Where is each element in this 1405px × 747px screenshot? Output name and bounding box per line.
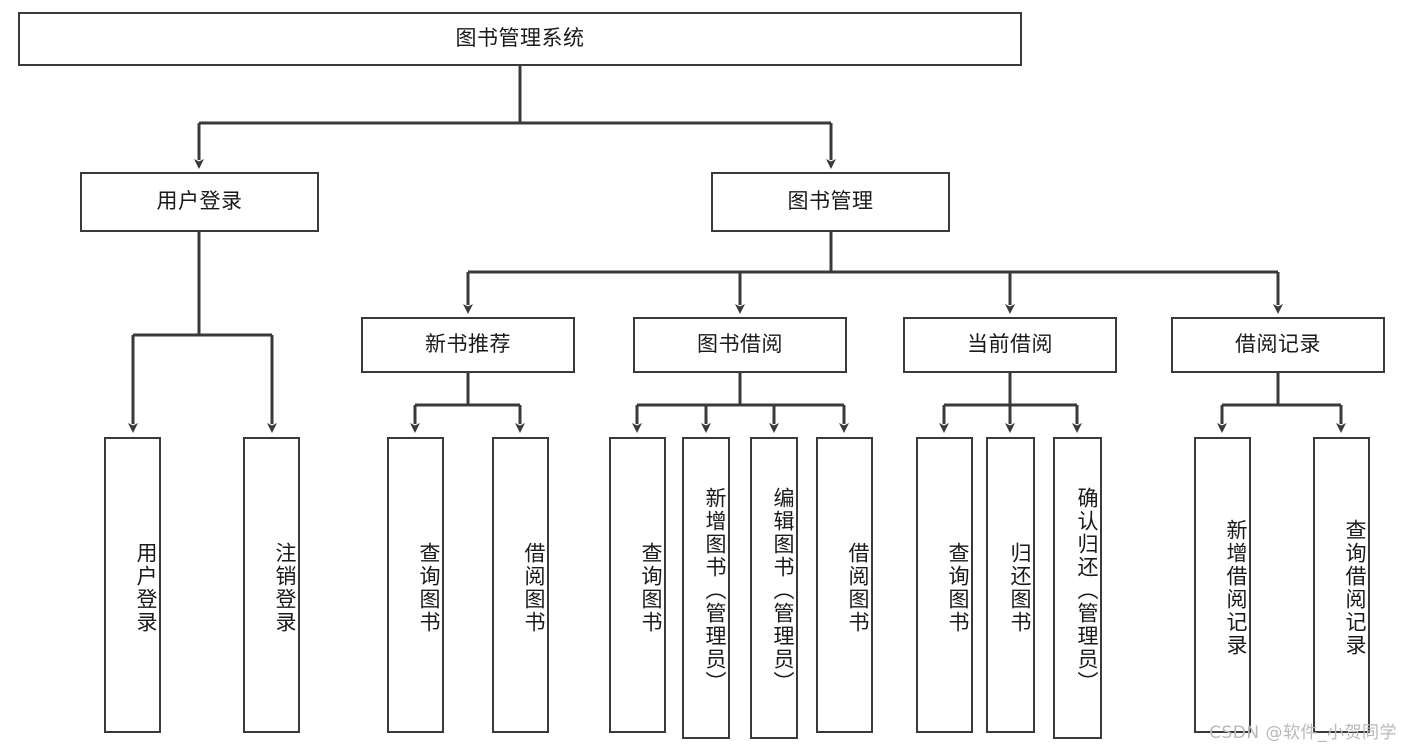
- leaf-user-login-login[interactable]: 用户登录: [104, 437, 161, 733]
- leaf-book-borrow-borrow-book[interactable]: 借阅图书: [816, 437, 873, 733]
- node-label: 图书管理系统: [455, 26, 585, 51]
- node-label: 查询借阅记录: [1343, 519, 1367, 657]
- node-label: 归还图书: [1008, 542, 1032, 634]
- node-new-book-recommend[interactable]: 新书推荐: [361, 317, 575, 373]
- node-label: 用户登录: [156, 189, 243, 214]
- node-label: 新增借阅记录: [1224, 519, 1248, 657]
- node-label: 当前借阅: [967, 332, 1053, 357]
- node-label: 注销登录: [273, 542, 297, 634]
- leaf-book-borrow-add-book-admin[interactable]: 新增图书（管理员）: [682, 437, 730, 739]
- leaf-current-borrow-return-book[interactable]: 归还图书: [986, 437, 1035, 733]
- leaf-book-borrow-query-book[interactable]: 查询图书: [609, 437, 666, 733]
- node-root-book-management-system[interactable]: 图书管理系统: [18, 12, 1022, 66]
- node-label: 借阅图书: [846, 542, 870, 634]
- leaf-borrow-record-add-record[interactable]: 新增借阅记录: [1194, 437, 1251, 733]
- leaf-current-borrow-query-book[interactable]: 查询图书: [916, 437, 973, 733]
- node-book-borrow[interactable]: 图书借阅: [633, 317, 847, 373]
- node-borrow-record[interactable]: 借阅记录: [1171, 317, 1385, 373]
- node-label: 查询图书: [417, 542, 441, 634]
- node-label: 查询图书: [639, 542, 663, 634]
- node-book-management[interactable]: 图书管理: [711, 172, 950, 232]
- node-current-borrow[interactable]: 当前借阅: [903, 317, 1117, 373]
- csdn-watermark: CSDN @软件_小贺同学: [1209, 723, 1397, 743]
- node-label: 图书管理: [787, 189, 874, 214]
- node-label: 新书推荐: [425, 332, 511, 357]
- node-label: 借阅记录: [1235, 332, 1321, 357]
- node-label: 用户登录: [134, 542, 158, 634]
- leaf-new-book-query-book[interactable]: 查询图书: [387, 437, 444, 733]
- node-label: 借阅图书: [522, 542, 546, 634]
- leaf-borrow-record-query-record[interactable]: 查询借阅记录: [1313, 437, 1370, 733]
- leaf-new-book-borrow-book[interactable]: 借阅图书: [492, 437, 549, 733]
- node-label: 新增图书（管理员）: [703, 486, 727, 694]
- node-user-login[interactable]: 用户登录: [80, 172, 319, 232]
- leaf-book-borrow-edit-book-admin[interactable]: 编辑图书（管理员）: [750, 437, 798, 739]
- leaf-user-login-logout[interactable]: 注销登录: [243, 437, 300, 733]
- node-label: 编辑图书（管理员）: [771, 486, 795, 694]
- leaf-current-borrow-confirm-return-admin[interactable]: 确认归还（管理员）: [1053, 437, 1102, 739]
- node-label: 确认归还（管理员）: [1075, 486, 1099, 694]
- node-label: 查询图书: [946, 542, 970, 634]
- node-label: 图书借阅: [697, 332, 783, 357]
